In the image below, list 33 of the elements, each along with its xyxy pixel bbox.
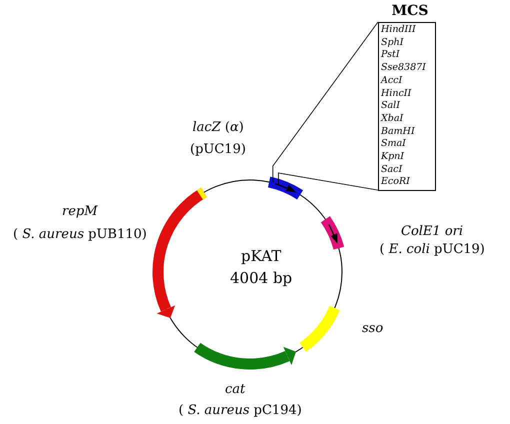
restriction-site: PstI [381,49,401,62]
gene-segment [320,216,344,250]
restriction-site: HindIII [381,24,417,37]
feature-label: ( S. aureus pUB110) [13,226,147,242]
plasmid-label: pKAT [241,247,282,265]
feature-label: sso [362,320,384,336]
gene-segment [299,306,340,352]
leader-line [272,22,378,182]
feature-label: (pUC19) [190,142,246,156]
restriction-site: SphI [381,36,405,50]
leader-line [278,172,378,191]
restriction-site: BamHI [381,126,416,138]
plasmid-map [152,176,344,370]
restriction-site: HincII [381,88,412,100]
restriction-site: SmaI [381,138,407,152]
restriction-site: AccI [381,74,404,88]
restriction-site: EcoRI [381,176,411,190]
feature-label: repM [62,204,98,218]
plasmid-label: 4004 bp [230,269,292,287]
gene-segment [152,188,208,318]
feature-label: lacZ (α) [192,120,244,134]
restriction-site: SacI [381,164,404,176]
gene-segment [268,176,303,200]
restriction-site: XbaI [381,112,404,126]
box-heading: MCS [390,2,430,21]
feature-label: ColE1 ori [401,224,464,238]
feature-label: ( S. aureus pC194) [178,402,302,418]
feature-label: cat [225,382,246,396]
restriction-site: Sse8387I [381,62,427,75]
gene-segment [194,342,296,370]
restriction-site: SalI [381,100,402,113]
feature-label: ( E. coli pUC19) [380,242,485,256]
restriction-site: KpnI [381,151,406,164]
